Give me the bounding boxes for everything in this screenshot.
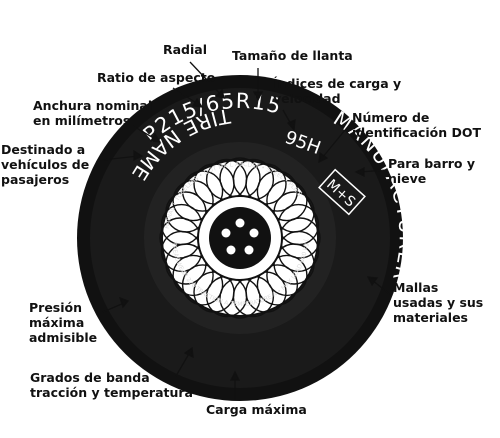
label-destinado: Destinado a vehículos de pasajeros — [1, 142, 90, 187]
lug-nut-icon — [249, 228, 259, 238]
label-mallas: Mallas usadas y sus materiales — [393, 280, 484, 325]
label-carga-maxima: Carga máxima — [206, 402, 307, 417]
lug-nut-icon — [244, 245, 254, 255]
lug-nut-icon — [226, 245, 236, 255]
wheel-hub — [209, 207, 271, 269]
wheel-mesh-loop — [256, 170, 299, 212]
label-tamano-llanta: Tamaño de llanta — [232, 48, 353, 63]
label-barro-nieve: Para barro y nieve — [388, 156, 476, 186]
arrow-numero — [321, 123, 351, 159]
arrow-mallas — [371, 279, 393, 297]
label-numero-dot: Número de identificación DOT — [352, 110, 482, 140]
label-anchura-nominal: Anchura nominal en milímetros — [33, 98, 153, 128]
wheel-mesh-loop — [266, 179, 308, 222]
wheel-mesh-loop — [266, 254, 308, 297]
arrow-presion — [102, 302, 125, 313]
leader-lines — [102, 61, 393, 400]
label-ratio-aspecto: Ratio de aspecto — [97, 70, 216, 85]
wheel-mesh-loop — [172, 254, 214, 297]
label-grados: Grados de banda tracción y temperatura — [30, 370, 193, 400]
label-presion: Presión máxima admisible — [29, 300, 98, 345]
wheel-mesh-loop — [172, 179, 214, 222]
label-indices-carga: Índices de carga y velocidad — [273, 76, 402, 106]
label-radial: Radial — [163, 42, 208, 57]
arrow-destinado — [102, 155, 139, 161]
wheel-mesh-loop — [181, 170, 224, 212]
wheel-mesh-loop — [256, 264, 299, 306]
lug-nut-icon — [221, 228, 231, 238]
wheel-mesh-loop — [181, 264, 224, 306]
arrow-radial — [189, 61, 225, 99]
arrow-grados — [175, 351, 191, 377]
lug-nut-icon — [235, 218, 245, 228]
arrow-ratio — [172, 87, 199, 105]
